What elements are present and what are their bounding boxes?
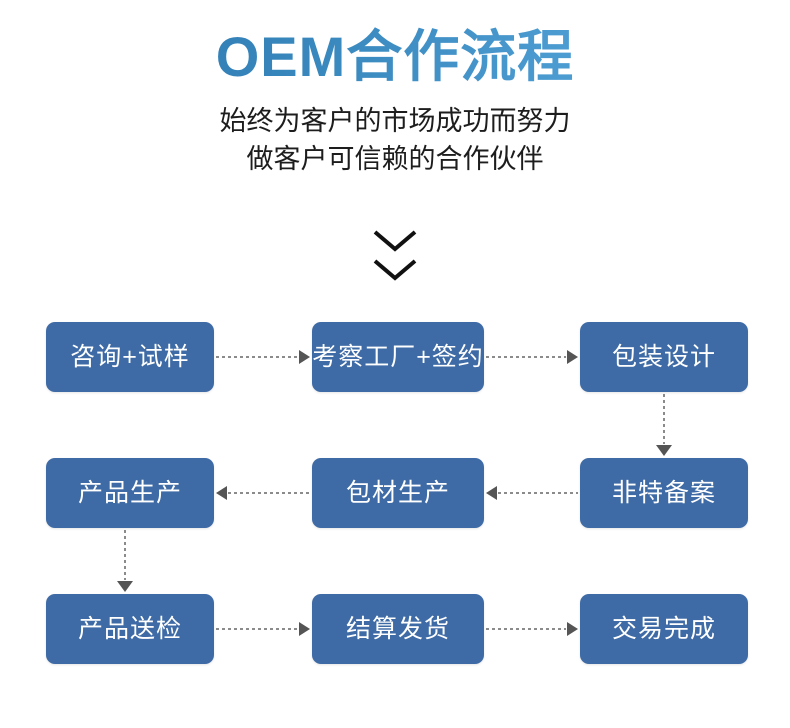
flow-node-packaging-material-production[interactable]: 包材生产 [312,458,484,528]
page-header: OEM合作流程 始终为客户的市场成功而努力 做客户可信赖的合作伙伴 [0,0,790,178]
flow-node-consult-sample[interactable]: 咨询+试样 [46,322,214,392]
chevron-down-icon [373,259,417,281]
arrow-right-icon [299,350,310,364]
flow-node-transaction-complete[interactable]: 交易完成 [580,594,748,664]
flow-node-label: 产品生产 [77,478,182,507]
flow-node-non-special-filing[interactable]: 非特备案 [580,458,748,528]
connector-filing-to-material [486,485,578,501]
flow-node-factory-visit-contract[interactable]: 考察工厂+签约 [312,322,484,392]
dotted-line [486,628,566,630]
flow-node-product-inspection[interactable]: 产品送检 [46,594,214,664]
dotted-line [228,492,310,494]
arrow-down-icon [117,581,133,592]
flow-node-label: 非特备案 [611,478,716,507]
flow-node-product-production[interactable]: 产品生产 [46,458,214,528]
arrow-right-icon [299,622,310,636]
flow-node-settlement-shipping[interactable]: 结算发货 [312,594,484,664]
arrow-left-icon [486,486,497,500]
subtitle-line-1: 始终为客户的市场成功而努力 [219,105,571,136]
flow-node-label: 包装设计 [611,342,716,371]
connector-settlement-to-complete [486,621,578,637]
dotted-line [486,356,566,358]
flow-node-label: 考察工厂+签约 [312,342,484,371]
flow-node-package-design[interactable]: 包装设计 [580,322,748,392]
dotted-line [216,628,298,630]
dotted-line [216,356,298,358]
dotted-line [663,394,665,444]
flow-node-label: 交易完成 [611,614,716,643]
chevron-down-icon [373,230,417,252]
subtitle-line-2: 做客户可信赖的合作伙伴 [246,143,544,174]
flow-node-label: 产品送检 [77,614,182,643]
connector-inspection-to-settlement [216,621,310,637]
page-subtitle: 始终为客户的市场成功而努力 做客户可信赖的合作伙伴 [0,88,790,179]
arrow-left-icon [216,486,227,500]
flow-node-label: 结算发货 [345,614,450,643]
flow-node-label: 包材生产 [345,478,450,507]
connector-material-to-product [216,485,310,501]
page-title: OEM合作流程 [0,0,790,88]
double-chevron-down-icon [0,228,790,290]
connector-product-to-inspection [117,530,133,592]
dotted-line [124,530,126,580]
connector-factory-to-package [486,349,578,365]
arrow-right-icon [567,350,578,364]
arrow-down-icon [656,445,672,456]
dotted-line [498,492,578,494]
flow-node-label: 咨询+试样 [70,342,190,371]
arrow-right-icon [567,622,578,636]
connector-package-to-filing [656,394,672,456]
connector-consult-to-factory [216,349,310,365]
